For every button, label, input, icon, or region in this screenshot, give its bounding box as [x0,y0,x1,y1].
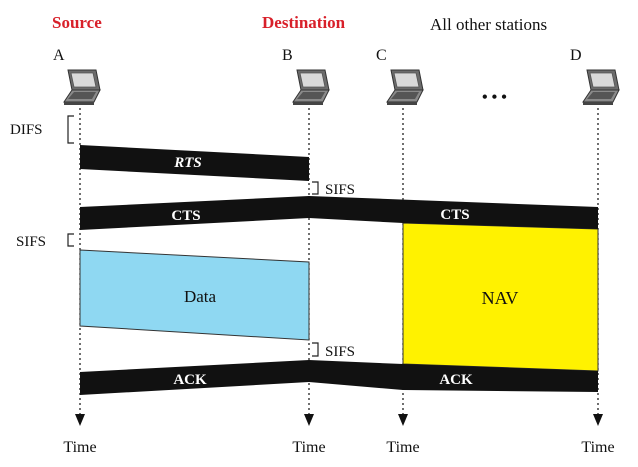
station-a-label: A [53,47,65,64]
laptop-icon-c [386,69,424,106]
destination-label: Destination [262,13,346,32]
time-label-a: Time [63,439,96,456]
cts-frame [80,196,598,230]
sifs-label-3: SIFS [325,344,355,360]
station-b-label: B [282,47,293,64]
laptop-icon-a [63,69,101,106]
laptop-icon-d [582,69,620,106]
difs-label: DIFS [10,122,43,138]
time-label-b: Time [292,439,325,456]
ack-label-source: ACK [173,372,207,388]
arrowhead-a [75,414,85,426]
sifs-label-1: SIFS [325,182,355,198]
difs-bracket [67,115,74,144]
ack-frame [80,360,598,395]
rts-frame [80,145,309,181]
arrowhead-d [593,414,603,426]
time-label-d: Time [581,439,614,456]
data-label: Data [184,287,217,306]
sifs-bracket-3 [312,342,319,357]
rts-label: RTS [173,155,202,171]
other-stations-label: All other stations [430,15,547,34]
time-label-c: Time [386,439,419,456]
ack-label-others: ACK [439,372,473,388]
cts-label-source: CTS [171,208,200,224]
cts-label-others: CTS [440,207,469,223]
arrowhead-c [398,414,408,426]
sifs-label-2: SIFS [16,234,46,250]
station-c-label: C [376,47,387,64]
more-stations-ellipsis: • • • [482,89,507,106]
sifs-bracket-2 [67,233,74,247]
laptop-icon-b [292,69,330,106]
data-frame [79,249,310,341]
arrowhead-b [304,414,314,426]
source-label: Source [52,13,102,32]
nav-label: NAV [482,288,519,308]
sifs-bracket-1 [312,181,319,195]
station-d-label: D [570,47,582,64]
